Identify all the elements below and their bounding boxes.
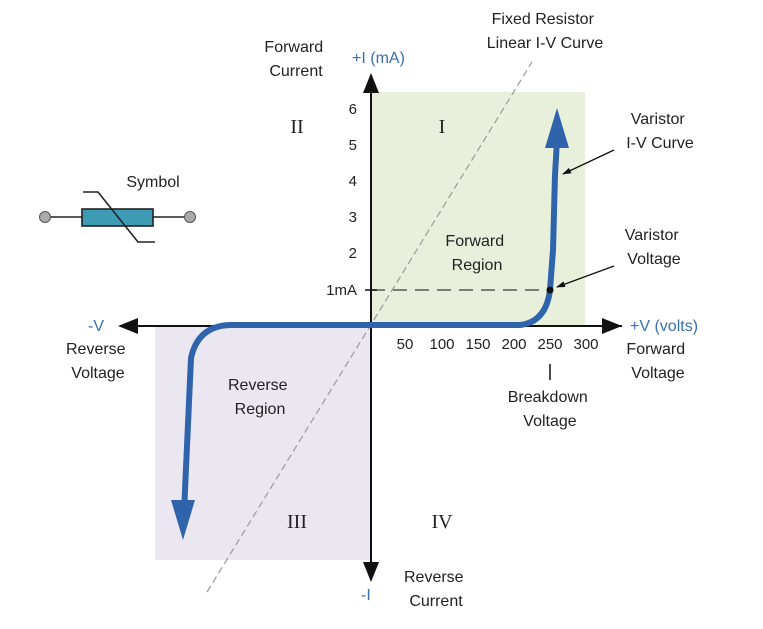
x-tick-label: 100 — [429, 336, 454, 353]
y-axis-positive-label: +I (mA) — [352, 50, 405, 67]
x-tick-labels: 50 100 150 200 250 300 — [397, 336, 599, 353]
breakdown-voltage-label: Breakdown Voltage — [508, 389, 593, 430]
quadrant-ii-label: II — [290, 116, 303, 138]
x-tick-label: 150 — [465, 336, 490, 353]
varistor-voltage-point — [546, 286, 554, 294]
x-axis-negative-label: -V — [88, 318, 104, 335]
y-tick-label: 1mA — [326, 282, 357, 299]
y-tick-label: 4 — [349, 173, 357, 190]
y-axis-negative-label: -I — [361, 587, 371, 604]
quadrant-iii-label: III — [287, 511, 307, 533]
y-tick-label: 3 — [349, 209, 357, 226]
quadrant-i-label: I — [439, 116, 446, 138]
forward-region-label: Forward Region — [445, 233, 508, 274]
forward-current-label: Forward Current — [264, 39, 327, 80]
quadrant-iv-label: IV — [431, 511, 453, 533]
reverse-region-label: Reverse Region — [228, 377, 292, 418]
symbol-label: Symbol — [126, 174, 179, 191]
y-axis-arrow-up — [363, 73, 379, 93]
x-axis-positive-label: +V (volts) — [630, 318, 698, 335]
varistor-curve-callout — [562, 149, 615, 175]
x-tick-label: 50 — [397, 336, 414, 353]
forward-voltage-label: Forward Voltage — [626, 341, 689, 382]
x-axis-arrow-right — [602, 318, 622, 334]
varistor-voltage-callout — [556, 265, 615, 288]
x-tick-label: 300 — [573, 336, 598, 353]
reverse-voltage-label: Reverse Voltage — [66, 341, 130, 382]
y-tick-label: 6 — [349, 101, 357, 118]
y-tick-labels: 1mA 2 3 4 5 6 — [326, 101, 357, 299]
fixed-resistor-label: Fixed Resistor Linear I-V Curve — [487, 11, 604, 52]
reverse-current-label: Reverse Current — [404, 569, 468, 610]
varistor-symbol — [39, 191, 196, 243]
y-axis-arrow-down — [363, 562, 379, 582]
curve-arrow-up — [545, 108, 569, 148]
curve-arrow-down — [171, 500, 195, 540]
y-tick-label: 5 — [349, 137, 357, 154]
x-tick-label: 200 — [501, 336, 526, 353]
x-tick-label: 250 — [537, 336, 562, 353]
y-tick-label: 2 — [349, 245, 357, 262]
varistor-voltage-label: Varistor Voltage — [625, 227, 683, 268]
varistor-curve-label: Varistor I-V Curve — [626, 111, 694, 152]
x-axis-arrow-left — [118, 318, 138, 334]
